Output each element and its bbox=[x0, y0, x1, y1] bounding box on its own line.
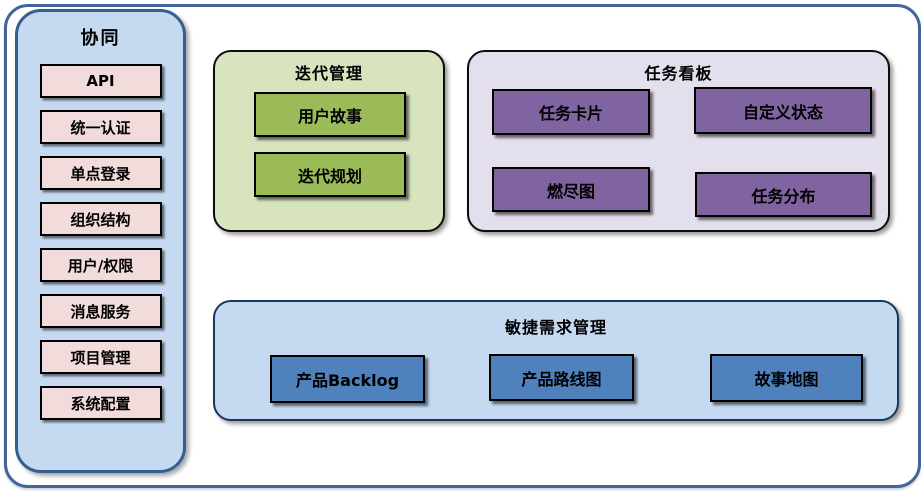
collab-item-message-service: 消息服务 bbox=[39, 294, 162, 328]
panel-iteration: 迭代管理 用户故事 迭代规划 bbox=[213, 50, 445, 232]
panel-collaboration-items: API 统一认证 单点登录 组织结构 用户/权限 消息服务 项目管理 系统配置 bbox=[18, 64, 183, 420]
iteration-item-user-story: 用户故事 bbox=[254, 92, 406, 137]
panel-kanban: 任务看板 任务卡片 自定义状态 燃尽图 任务分布 bbox=[467, 50, 890, 232]
collab-item-sso: 单点登录 bbox=[39, 156, 162, 190]
collab-item-system-config: 系统配置 bbox=[39, 386, 162, 420]
kanban-item-task-distribution: 任务分布 bbox=[695, 172, 872, 217]
collab-item-user-permission: 用户/权限 bbox=[39, 248, 162, 282]
collab-item-api: API bbox=[39, 64, 162, 98]
panel-agile: 敏捷需求管理 产品Backlog 产品路线图 故事地图 bbox=[213, 300, 899, 421]
panel-agile-title: 敏捷需求管理 bbox=[504, 318, 607, 337]
collab-item-unified-auth: 统一认证 bbox=[39, 110, 162, 144]
panel-collaboration: 协同 API 统一认证 单点登录 组织结构 用户/权限 消息服务 项目管理 系统… bbox=[15, 9, 186, 473]
agile-item-product-roadmap: 产品路线图 bbox=[489, 354, 634, 401]
kanban-item-burndown-chart: 燃尽图 bbox=[492, 167, 650, 212]
panel-collaboration-title: 协同 bbox=[80, 28, 121, 49]
kanban-item-task-card: 任务卡片 bbox=[492, 89, 650, 135]
panel-kanban-title: 任务看板 bbox=[644, 64, 713, 83]
collab-item-project-mgmt: 项目管理 bbox=[39, 340, 162, 374]
agile-item-product-backlog: 产品Backlog bbox=[270, 355, 425, 403]
agile-item-story-map: 故事地图 bbox=[710, 354, 863, 402]
iteration-item-iteration-planning: 迭代规划 bbox=[254, 152, 406, 197]
panel-iteration-title: 迭代管理 bbox=[294, 64, 363, 83]
collab-item-org-structure: 组织结构 bbox=[39, 202, 162, 236]
kanban-item-custom-status: 自定义状态 bbox=[694, 87, 872, 134]
